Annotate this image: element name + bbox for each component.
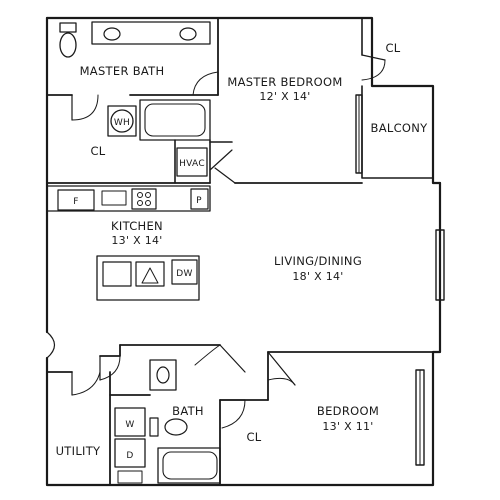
kitchen-dimensions: 13' X 14'	[111, 234, 162, 247]
kitchen-counter: F P	[46, 185, 211, 212]
utility-label: UTILITY	[56, 444, 101, 458]
bedroom-closet-label: CL	[246, 430, 261, 444]
master-closet-label: CL	[385, 41, 400, 55]
pantry-label: P	[196, 196, 202, 206]
hall-closet-label: CL	[90, 144, 105, 158]
fridge-label: F	[73, 197, 78, 207]
dryer-label: D	[126, 451, 133, 461]
water-heater-label: WH	[114, 118, 130, 128]
washer-label: W	[125, 420, 134, 430]
hvac-unit: HVAC	[176, 147, 208, 177]
bedroom-dimensions: 13' X 11'	[322, 420, 373, 433]
interior-walls-top	[46, 17, 363, 184]
bedroom-label: BEDROOM	[317, 404, 379, 418]
living-dining-dimensions: 18' X 14'	[292, 270, 343, 283]
doors	[46, 54, 386, 429]
washer-dryer: W D	[114, 407, 146, 484]
balcony-label: BALCONY	[371, 121, 429, 135]
master-bedroom-dimensions: 12' X 14'	[259, 90, 310, 103]
kitchen-label: KITCHEN	[111, 219, 163, 233]
hvac-label: HVAC	[179, 159, 205, 169]
kitchen-island: DW	[96, 255, 200, 301]
room-labels: MASTER BATH MASTER BEDROOM 12' X 14' CL …	[56, 41, 429, 458]
master-bath-fixtures	[59, 21, 211, 141]
windows	[355, 94, 445, 466]
dishwasher-label: DW	[176, 269, 192, 279]
water-heater: WH	[107, 105, 137, 137]
bath-label: BATH	[172, 404, 204, 418]
living-dining-label: LIVING/DINING	[274, 254, 362, 268]
bath-fixtures	[149, 359, 221, 484]
master-bedroom-label: MASTER BEDROOM	[227, 75, 342, 89]
master-bath-label: MASTER BATH	[80, 64, 165, 78]
